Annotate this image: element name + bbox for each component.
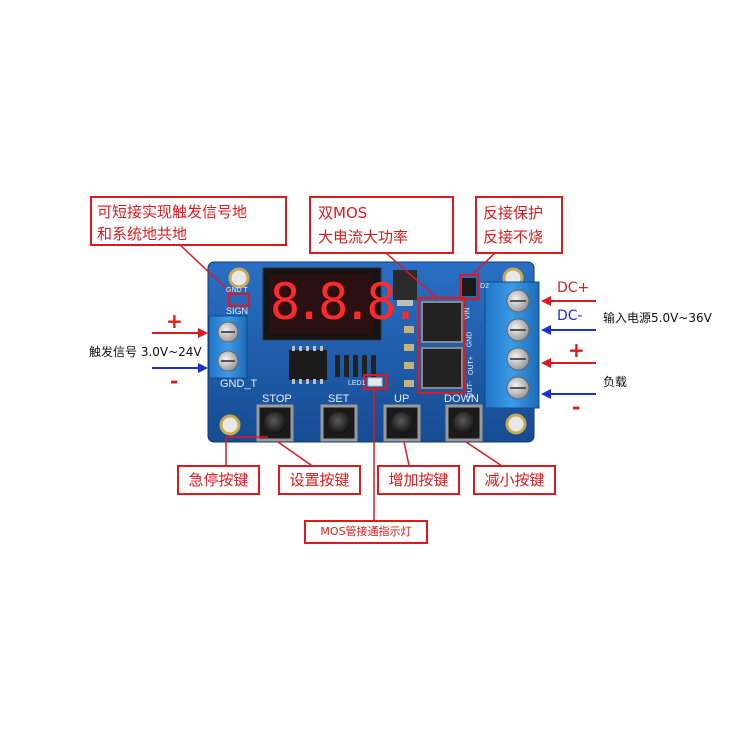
left-minus-sign: -: [170, 369, 179, 393]
left-plus-sign: +: [166, 309, 183, 333]
seven-segment-display: [262, 267, 382, 341]
right-arrows: [541, 296, 596, 399]
silk-sign: SIGN: [226, 306, 249, 316]
pin-header: [335, 355, 376, 377]
callout-mos-led: MOS管接通指示灯: [304, 520, 428, 544]
mosfets: [421, 301, 463, 389]
silk-down: DOWN: [444, 393, 479, 405]
right-minus-sign: -: [572, 395, 581, 419]
callout-set-button: 设置按键: [278, 465, 361, 495]
ic-pins: [292, 346, 323, 384]
up-pushbutton[interactable]: [383, 404, 421, 442]
led-indicator: [367, 377, 383, 387]
mounting-holes: [219, 267, 527, 436]
ic-chip: [289, 350, 327, 380]
stop-pushbutton[interactable]: [256, 404, 294, 442]
silk-gnd-t-small: GND T: [226, 287, 248, 294]
silk-d2: D2: [480, 283, 489, 290]
callout-ground-shorting-line1: 可短接实现触发信号地: [97, 203, 248, 221]
set-pushbutton[interactable]: [320, 404, 358, 442]
dc-minus-label: DC-: [557, 308, 583, 324]
callout-dual-mos-line2: 大电流大功率: [318, 228, 409, 246]
silk-stop: STOP: [262, 393, 292, 405]
right-plus-sign: +: [568, 338, 585, 362]
silk-terminal-out-minus: OUT-: [466, 381, 474, 398]
callout-ground-shorting: 可短接实现触发信号地 和系统地共地: [90, 196, 287, 246]
trigger-terminal-block: [208, 315, 248, 379]
callout-reverse-protect-line2: 反接不烧: [483, 228, 544, 246]
smd-parts: [393, 270, 476, 387]
callout-ground-shorting-line2: 和系统地共地: [97, 225, 188, 243]
silk-up: UP: [394, 393, 410, 405]
silk-gnd-t: GND_T: [220, 378, 258, 390]
input-power-label: 输入电源5.0V~36V: [603, 311, 712, 325]
display-digits: 8.8.8.: [270, 273, 421, 331]
power-terminal-block: [484, 281, 540, 409]
silk-led: LED1: [348, 380, 366, 387]
silk-terminal-out-plus: OUT+: [467, 356, 475, 375]
dc-plus-label: DC+: [557, 280, 590, 296]
left-arrows: [152, 328, 208, 373]
callout-dual-mos-line1: 双MOS: [318, 204, 368, 222]
silk-terminal-vin: VIN: [464, 307, 472, 320]
load-label: 负载: [603, 375, 628, 389]
highlight-boxes: [228, 274, 479, 394]
callout-dual-mos: 双MOS 大电流大功率: [309, 196, 454, 254]
callout-down-button: 减小按键: [473, 465, 556, 495]
callout-reverse-protect: 反接保护 反接不烧: [475, 196, 563, 254]
silk-terminal-gnd: GND: [466, 331, 474, 348]
callout-up-button: 增加按键: [377, 465, 460, 495]
callout-reverse-protect-line1: 反接保护: [483, 204, 544, 222]
down-pushbutton[interactable]: [445, 404, 483, 442]
silk-set: SET: [328, 393, 350, 405]
callout-stop-button: 急停按键: [177, 465, 260, 495]
trigger-signal-label: 触发信号 3.0V~24V: [89, 345, 202, 359]
